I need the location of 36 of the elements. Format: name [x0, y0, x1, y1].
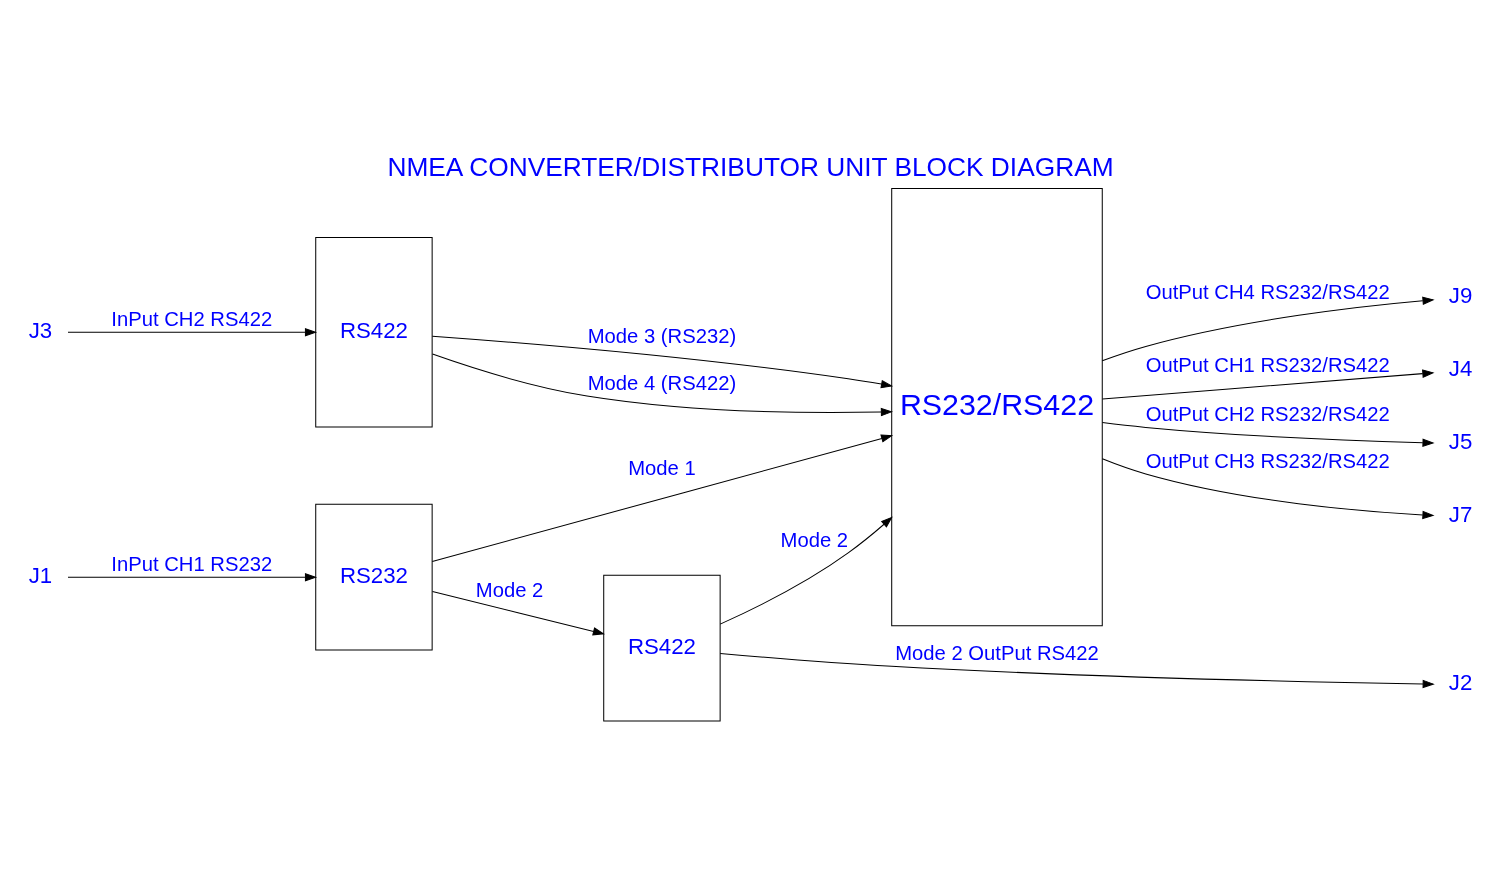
arrow: [1101, 368, 1435, 399]
node-text: J7: [1448, 501, 1473, 527]
node-text: J5: [1448, 428, 1473, 454]
arrow: [1101, 421, 1435, 447]
edge-label: Mode 2: [475, 578, 544, 601]
edge-label: OutPut CH4 RS232/RS422: [1145, 280, 1390, 303]
diagram-title: NMEA CONVERTER/DISTRIBUTOR UNIT BLOCK DIAGRAM: [387, 151, 1114, 182]
edge-label: OutPut CH2 RS232/RS422: [1145, 402, 1390, 425]
arrow: [431, 335, 894, 388]
node-text: J1: [28, 562, 53, 588]
arrow: [67, 327, 318, 336]
arrow: [431, 590, 605, 635]
edge-label: Mode 3 (RS232): [587, 324, 737, 347]
arrow: [1101, 457, 1435, 519]
edge-label: Mode 2: [780, 528, 849, 551]
node-box: RS422: [603, 574, 721, 721]
node-text: J3: [28, 317, 53, 343]
node-box: RS232/RS422: [891, 187, 1103, 626]
edge-label: Mode 2 OutPut RS422: [895, 641, 1099, 664]
node-box: RS422: [315, 236, 433, 427]
node-box: RS232: [315, 503, 433, 651]
arrow: [1101, 295, 1435, 361]
edge-label: Mode 1: [628, 456, 696, 479]
arrow: [432, 353, 893, 416]
arrow: [431, 433, 894, 562]
node-text: J2: [1448, 669, 1473, 695]
node-text: J9: [1448, 283, 1473, 308]
edge-label: OutPut CH1 RS232/RS422: [1145, 353, 1390, 376]
node-text: J4: [1448, 355, 1473, 381]
edge-label: InPut CH1 RS232: [111, 552, 273, 575]
arrow: [67, 572, 318, 581]
arrow: [719, 652, 1435, 688]
arrow: [719, 516, 893, 625]
edge-label: InPut CH2 RS422: [111, 307, 273, 330]
edge-label: OutPut CH3 RS232/RS422: [1145, 449, 1390, 472]
edge-label: Mode 4 (RS422): [587, 371, 737, 394]
